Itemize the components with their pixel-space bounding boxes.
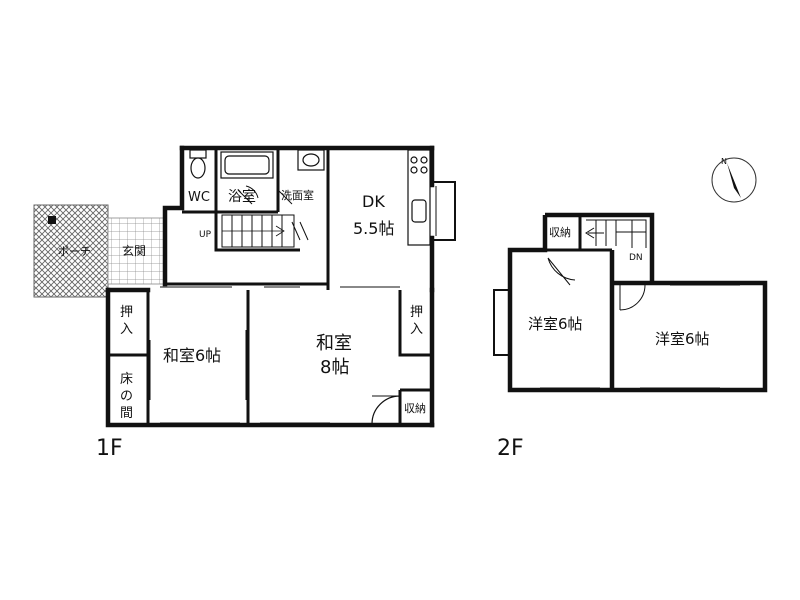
tokonoma-label-a: 床	[120, 372, 133, 387]
bay-window	[432, 181, 456, 241]
toilet-fixture	[189, 149, 207, 179]
floor1-title: 1F	[96, 436, 123, 461]
floor1-sliding-doors	[149, 286, 400, 424]
porch-pillar	[48, 216, 56, 224]
entrance-floor	[107, 217, 167, 285]
kitchen-counter	[407, 149, 431, 246]
storage-1f-label: 収納	[404, 402, 426, 415]
western-right-label: 洋室6帖	[655, 330, 710, 348]
wc-label: WC	[188, 190, 210, 205]
compass-icon: N	[711, 157, 757, 203]
oshiire-left-label-b: 入	[120, 322, 133, 337]
floor2-interior-walls	[545, 215, 652, 285]
dk-name-label: DK	[362, 192, 385, 211]
bath-label: 浴室	[228, 188, 256, 205]
oshiire-right-label-b: 入	[410, 322, 423, 337]
dn-label: DN	[629, 253, 643, 263]
tokonoma-label-c: 間	[120, 406, 133, 421]
stairs-2f	[585, 219, 647, 248]
dk-size-label: 5.5帖	[353, 219, 394, 238]
up-label: UP	[199, 230, 212, 240]
compass-north-label: N	[721, 157, 727, 166]
floor2-sliding-doors	[540, 284, 740, 389]
entrance-label: 玄関	[122, 243, 146, 258]
floor2-title: 2F	[497, 436, 524, 461]
porch-label: ポーチ	[58, 245, 91, 258]
floor1-walls	[105, 145, 435, 428]
tokonoma-label-b: の	[120, 389, 133, 404]
storage-2f-label: 収納	[549, 226, 571, 239]
bathtub-fixture	[220, 151, 274, 179]
floor2-doors	[547, 257, 646, 311]
washitsu8-label-b: 8帖	[320, 357, 349, 378]
washitsu8-label-a: 和室	[316, 333, 352, 354]
wash-basin-fixture	[297, 149, 325, 171]
floor1-plan: WC 浴室 洗面室 DK 5.5帖 UP ポーチ 玄関 和室6帖 和室 8帖 押…	[33, 145, 456, 461]
floor1-doors	[237, 185, 401, 425]
porch-area	[33, 204, 109, 298]
oshiire-left-label-a: 押	[120, 305, 133, 320]
floor2-plan: 収納 DN 洋室6帖 洋室6帖 2F	[493, 212, 768, 461]
stairs-1f	[221, 214, 295, 248]
washitsu6-label: 和室6帖	[163, 346, 221, 365]
floor1-interior-walls	[108, 148, 432, 425]
oshiire-right-label-a: 押	[410, 305, 423, 320]
western-left-label: 洋室6帖	[528, 315, 583, 333]
washroom-label: 洗面室	[281, 188, 314, 202]
floor2-window-left	[493, 289, 510, 356]
